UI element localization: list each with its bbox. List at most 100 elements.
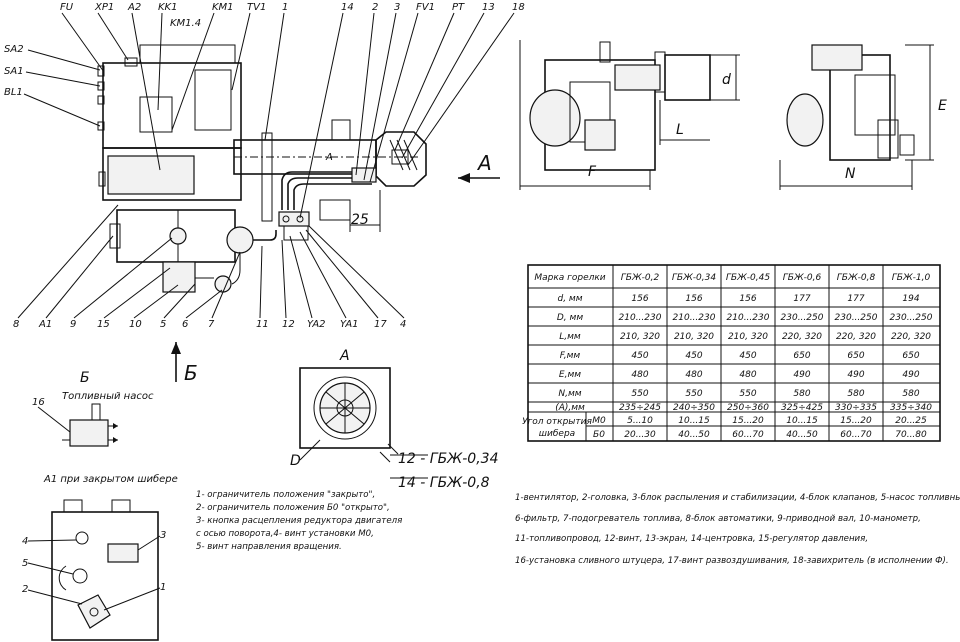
- callout-ya1: YA1: [340, 319, 359, 330]
- legend-a1-line-3: 3- кнопка расцепления редуктора двигател…: [196, 516, 402, 526]
- callout-9: 9: [70, 319, 76, 330]
- table-cell: 177: [847, 294, 864, 304]
- table-cell: 650: [793, 351, 810, 361]
- dimension-d: d: [722, 72, 731, 88]
- dimension-n: N: [845, 166, 856, 182]
- table-cell: 156: [739, 294, 756, 304]
- table-cell: 330÷335: [835, 403, 877, 413]
- table-cell: 450: [631, 351, 648, 361]
- table-cell: 177: [793, 294, 810, 304]
- table-cell: 250÷360: [727, 403, 769, 413]
- table-row-label: d, мм: [557, 294, 582, 304]
- table-cell: 580: [847, 389, 864, 399]
- callout-xp1: XP1: [94, 2, 114, 13]
- callout-kk1: KK1: [158, 2, 177, 13]
- legend-view-a1: 1- ограничитель положения "закрыто", 2- …: [196, 490, 402, 552]
- table-cell: 335÷340: [890, 403, 932, 413]
- callout-13: 13: [482, 2, 495, 13]
- table-header-col-1: ГБЖ-0,2: [621, 273, 660, 283]
- table-cell: 230...250: [835, 313, 878, 323]
- table-cell: 450: [685, 351, 702, 361]
- callout-3: 3: [394, 2, 400, 13]
- table-header-col-2: ГБЖ-0,34: [672, 273, 716, 283]
- view-b-caption: Топливный насос: [62, 391, 154, 402]
- table-cell: 480: [631, 370, 648, 380]
- table-cell: 60...70: [840, 430, 872, 440]
- table-cell: 60...70: [732, 430, 764, 440]
- view-b-fuel-pump: Б Топливный насос 16: [32, 370, 154, 447]
- table-angle-label-2: шибера: [539, 429, 575, 439]
- legend-main: 1-вентилятор, 2-головка, 3-блок распылен…: [515, 493, 960, 566]
- table-cell: 235÷245: [619, 403, 661, 413]
- callout-12: 12: [282, 319, 295, 330]
- table-header-col-4: ГБЖ-0,6: [783, 273, 822, 283]
- callout-sa2: SA2: [4, 44, 24, 55]
- table-cell: 10...15: [678, 416, 710, 426]
- table-cell: 550: [739, 389, 756, 399]
- table-header-brand: Марка горелки: [534, 273, 605, 283]
- table-cell: 20...30: [624, 430, 656, 440]
- legend-main-line-1: 1-вентилятор, 2-головка, 3-блок распылен…: [515, 493, 960, 503]
- table-cell: 550: [631, 389, 648, 399]
- table-cell: 490: [902, 370, 919, 380]
- table-cell: 480: [739, 370, 756, 380]
- table-cell: 490: [847, 370, 864, 380]
- view-a-size-2: 14 - ГБЖ-0,8: [398, 475, 490, 491]
- table-cell: 210...230: [619, 313, 662, 323]
- callout-km1: KM1: [212, 2, 234, 13]
- table-cell: 40...50: [786, 430, 818, 440]
- table-cell: 580: [902, 389, 919, 399]
- legend-a1-line-4: с осью поворота,4- винт установки М0,: [196, 529, 374, 539]
- section-mark-a: A: [325, 152, 333, 163]
- callout-18: 18: [512, 2, 525, 13]
- table-cell: 450: [739, 351, 756, 361]
- table-cell: 10...15: [786, 416, 818, 426]
- table-row-label: E,мм: [559, 370, 581, 380]
- callout-17: 17: [374, 319, 387, 330]
- table-cell: 210...230: [673, 313, 716, 323]
- view-arrow-b-label: Б: [184, 361, 198, 385]
- table-cell: 230...250: [781, 313, 824, 323]
- table-row-label: F,мм: [560, 351, 581, 361]
- table-cell: 210, 320: [674, 332, 714, 342]
- legend-a1-line-5: 5- винт направления вращения.: [196, 542, 342, 552]
- callout-tv1: TV1: [247, 2, 266, 13]
- table-cell: 650: [847, 351, 864, 361]
- legend-a1-line-2: 2- ограничитель положения Б0 "открыто",: [196, 503, 390, 513]
- view-a1-callout-4: 4: [22, 536, 28, 547]
- view-a-head: A D 12 - ГБЖ-0,34 14 - ГБЖ-0,8: [290, 348, 498, 491]
- side-view-right: N E: [779, 44, 947, 190]
- legend-main-line-3: 11-топливопровод, 12-винт, 13-экран, 14-…: [515, 534, 868, 544]
- table-cell: 20...25: [895, 416, 927, 426]
- table-cell: 230...250: [890, 313, 933, 323]
- table-cell: 220, 320: [891, 332, 931, 342]
- view-a1-callout-5: 5: [22, 558, 28, 569]
- table-cell: 156: [685, 294, 702, 304]
- callout-1: 1: [282, 2, 288, 13]
- table-cell: 210...230: [727, 313, 770, 323]
- view-a1-callout-3: 3: [160, 530, 166, 541]
- table-cell: 650: [902, 351, 919, 361]
- view-a1-shutter: A1 при закрытом шибере 4 5 2 1 3: [22, 473, 178, 641]
- table-header-col-3: ГБЖ-0,45: [726, 273, 770, 283]
- table-cell: 210, 320: [728, 332, 768, 342]
- callout-4: 4: [400, 319, 406, 330]
- view-a1-callout-2: 2: [22, 584, 28, 595]
- callout-7: 7: [208, 319, 215, 330]
- view-b-title: Б: [80, 370, 90, 386]
- side-view-left: F d L: [519, 40, 740, 190]
- callout-km14: KM1.4: [170, 18, 201, 29]
- table-cell: 240÷350: [673, 403, 715, 413]
- table-header-col-5: ГБЖ-0,8: [837, 273, 876, 283]
- main-view-callouts: FU XP1 A2 KK1 KM1.4 KM1 TV1 1 14 2 3 FV1…: [4, 2, 525, 385]
- table-cell: 580: [793, 389, 810, 399]
- dimension-f: F: [588, 164, 597, 180]
- table-row-label: N,мм: [558, 389, 581, 399]
- table-cell: 550: [685, 389, 702, 399]
- callout-ya2: YA2: [307, 319, 326, 330]
- table-cell: 490: [793, 370, 810, 380]
- dimension-25: 25: [351, 212, 369, 228]
- table-cell: 480: [685, 370, 702, 380]
- callout-6: 6: [182, 319, 188, 330]
- table-cell: 5...10: [627, 416, 653, 426]
